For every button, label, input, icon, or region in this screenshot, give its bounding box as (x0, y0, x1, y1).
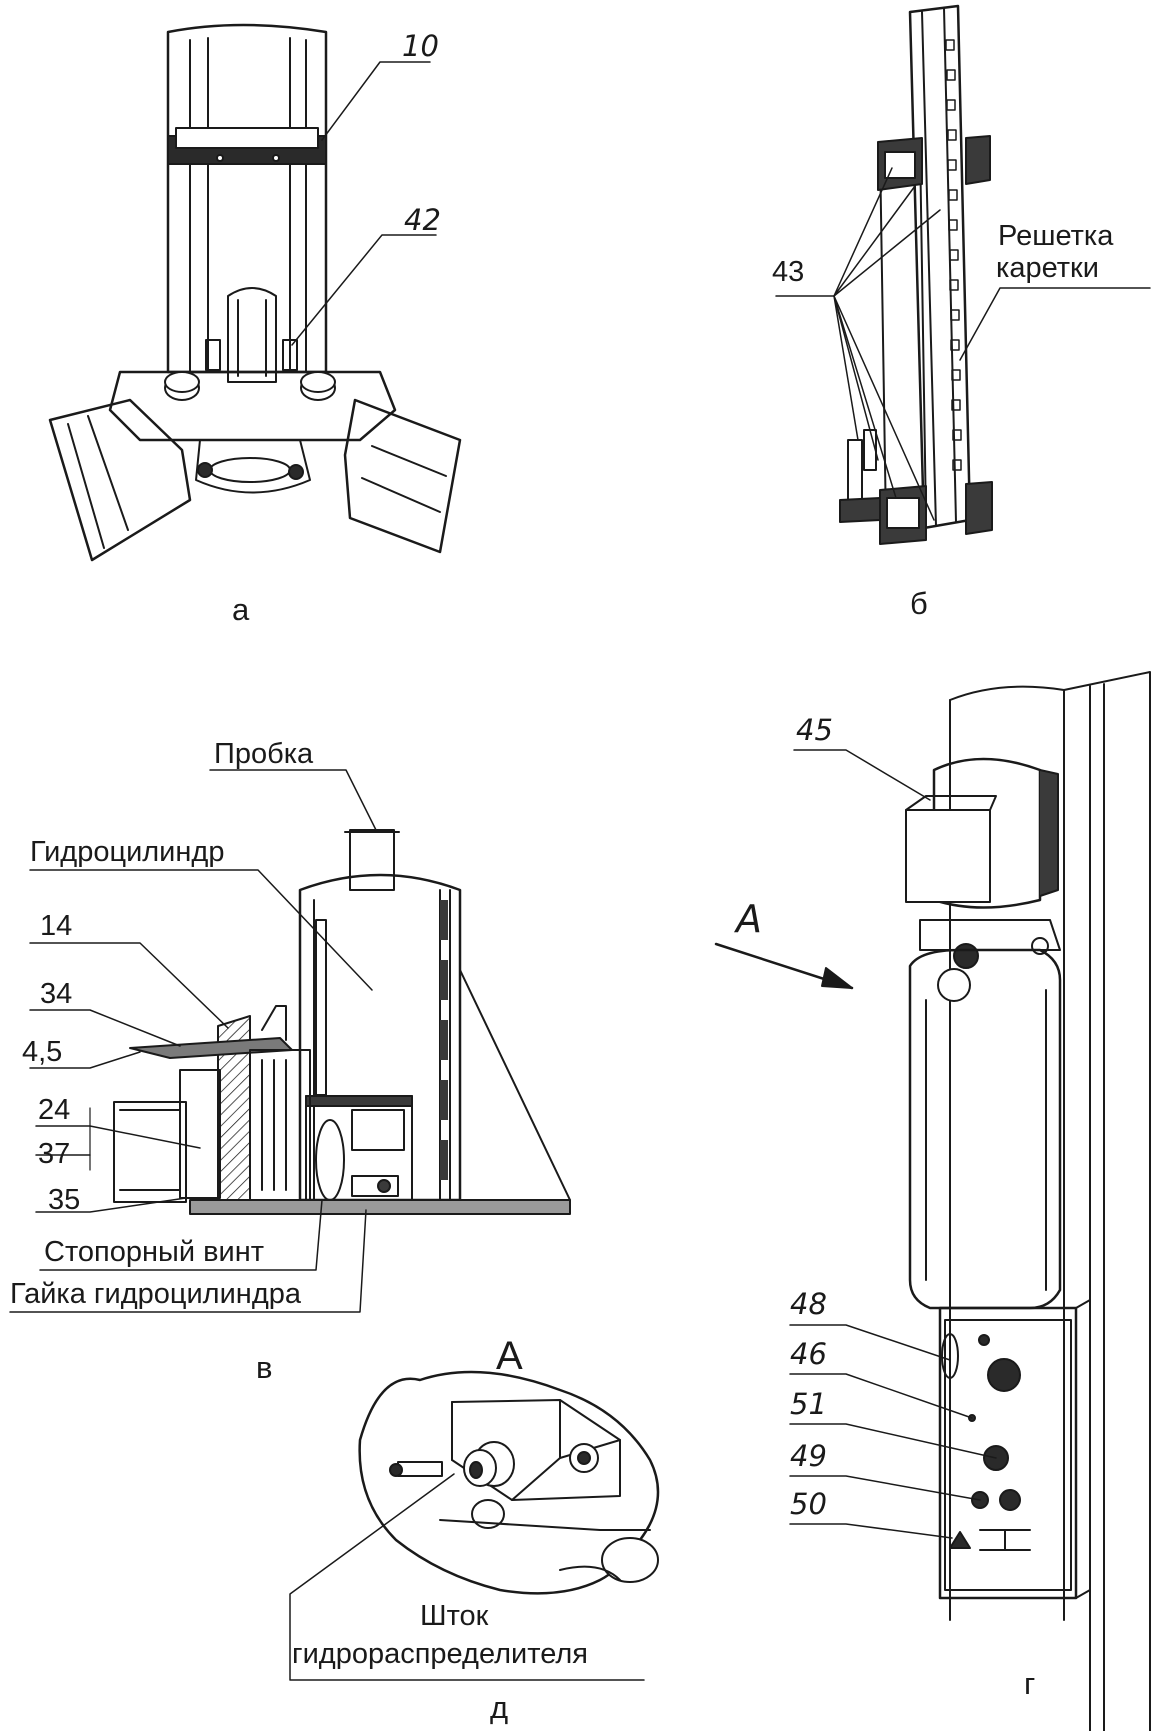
callout-50: 50 (790, 1487, 827, 1521)
callout-48: 48 (790, 1287, 827, 1321)
label-hydraulic-cylinder: Гидроцилиндр (30, 836, 225, 868)
callout-10: 10 (402, 29, 439, 63)
callout-43: 43 (772, 256, 805, 288)
figure-b-drawing (775, 4, 1151, 545)
view-arrow-label: A (736, 897, 762, 941)
label-valve-rod-line2: гидрораспределителя (292, 1638, 588, 1670)
figure-a-drawing (48, 23, 462, 562)
caption-a: а (232, 592, 250, 627)
callout-35: 35 (48, 1184, 81, 1216)
callout-34: 34 (40, 978, 73, 1010)
figure-d-drawing (289, 1370, 660, 1681)
label-cylinder-nut: Гайка гидроцилиндра (10, 1278, 301, 1310)
callout-14: 14 (40, 910, 73, 942)
callout-24: 24 (38, 1094, 71, 1126)
caption-v: в (256, 1350, 273, 1385)
callout-49: 49 (790, 1439, 827, 1473)
callout-46: 46 (790, 1337, 827, 1371)
callout-37: 37 (38, 1138, 71, 1170)
label-plug: Пробка (214, 738, 314, 770)
label-carriage-grid-line2: каретки (996, 252, 1099, 284)
callout-51: 51 (790, 1387, 827, 1421)
label-valve-rod-line1: Шток (420, 1600, 489, 1632)
callout-45: 45 (796, 713, 833, 747)
caption-b: б (910, 586, 928, 621)
callout-4-5: 4,5 (22, 1036, 63, 1068)
label-set-screw: Стопорный винт (44, 1236, 265, 1268)
figure-g-drawing (714, 671, 1151, 1731)
label-carriage-grid-line1: Решетка (998, 220, 1114, 252)
view-a-title: А (496, 1334, 523, 1378)
caption-d: д (490, 1690, 509, 1725)
caption-g: г (1024, 1666, 1036, 1701)
callout-42: 42 (404, 203, 441, 237)
figure-v-drawing (9, 769, 571, 1313)
